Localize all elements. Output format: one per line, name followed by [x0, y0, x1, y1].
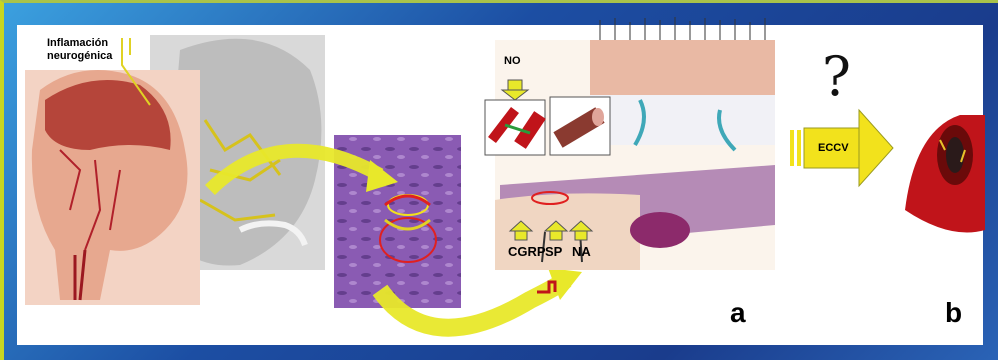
question-mark: ?: [822, 50, 851, 104]
damaged-vessel-illustration: [905, 115, 985, 233]
vessel-wall-inset: [550, 97, 610, 155]
neurogenic-label-line1: Inflamación: [47, 37, 112, 50]
vessel-dilation-inset: [485, 100, 545, 155]
neurogenic-label: Inflamación neurogénica: [47, 37, 112, 63]
head-anatomy-illustration: [25, 70, 200, 305]
no-arrow-shaft: [508, 80, 522, 90]
neurogenic-label-line2: neurogénica: [47, 50, 112, 63]
sp-label: SP: [545, 244, 562, 259]
na-label: NA: [572, 244, 591, 259]
panel-label-a: a: [730, 297, 746, 329]
cgrp-label: CGRP: [508, 244, 546, 259]
panel-label-b: b: [945, 297, 962, 329]
no-label: NO: [504, 55, 521, 67]
eccv-label: ECCV: [818, 142, 849, 154]
